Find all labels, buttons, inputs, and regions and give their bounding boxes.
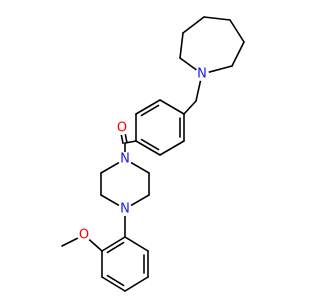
atom-o-methoxy: O: [77, 228, 91, 243]
bond-5: [231, 41, 245, 67]
bond-9: [159, 99, 185, 115]
bond-32: [101, 276, 126, 292]
atom-n-piperazine-top-label: N: [120, 152, 130, 167]
bond-24: [130, 194, 150, 207]
bond-2: [182, 16, 205, 34]
bond-17: [140, 104, 160, 117]
bond-16: [140, 138, 160, 151]
bond-3: [203, 16, 231, 21]
bond-20: [124, 133, 128, 144]
bond-4: [229, 19, 245, 43]
bond-25: [100, 194, 120, 207]
atom-n-piperazine-top: N: [118, 152, 132, 167]
atom-o-methoxy-label: O: [79, 228, 89, 243]
bond-34: [101, 236, 126, 252]
atom-n-piperazine-bottom: N: [118, 202, 132, 217]
atom-n-azepane: N: [195, 67, 209, 82]
bond-0: [179, 57, 198, 71]
bond-22: [130, 161, 150, 174]
bond-6: [207, 65, 233, 73]
bond-31: [124, 276, 149, 292]
atom-labels: N O N N O: [77, 67, 209, 243]
bond-36: [106, 274, 125, 287]
molecule-structure-diagram: N O N N O: [61, 16, 245, 292]
atom-o-carbonyl-label: O: [117, 121, 127, 136]
bond-14: [135, 99, 161, 115]
bond-39: [61, 237, 79, 247]
bond-7: [195, 80, 202, 102]
bond-11: [159, 140, 185, 156]
bond-29: [124, 236, 149, 252]
bond-38: [88, 238, 103, 252]
atom-n-piperazine-bottom-label: N: [120, 202, 130, 217]
bond-1: [179, 32, 184, 59]
bond-lines: [61, 16, 245, 292]
bond-19: [120, 134, 124, 145]
bond-27: [100, 161, 120, 174]
bond-12: [135, 140, 161, 156]
bond-37: [106, 241, 125, 254]
bond-8: [183, 100, 197, 115]
atom-n-azepane-label: N: [197, 67, 207, 82]
atom-o-carbonyl: O: [115, 121, 129, 136]
